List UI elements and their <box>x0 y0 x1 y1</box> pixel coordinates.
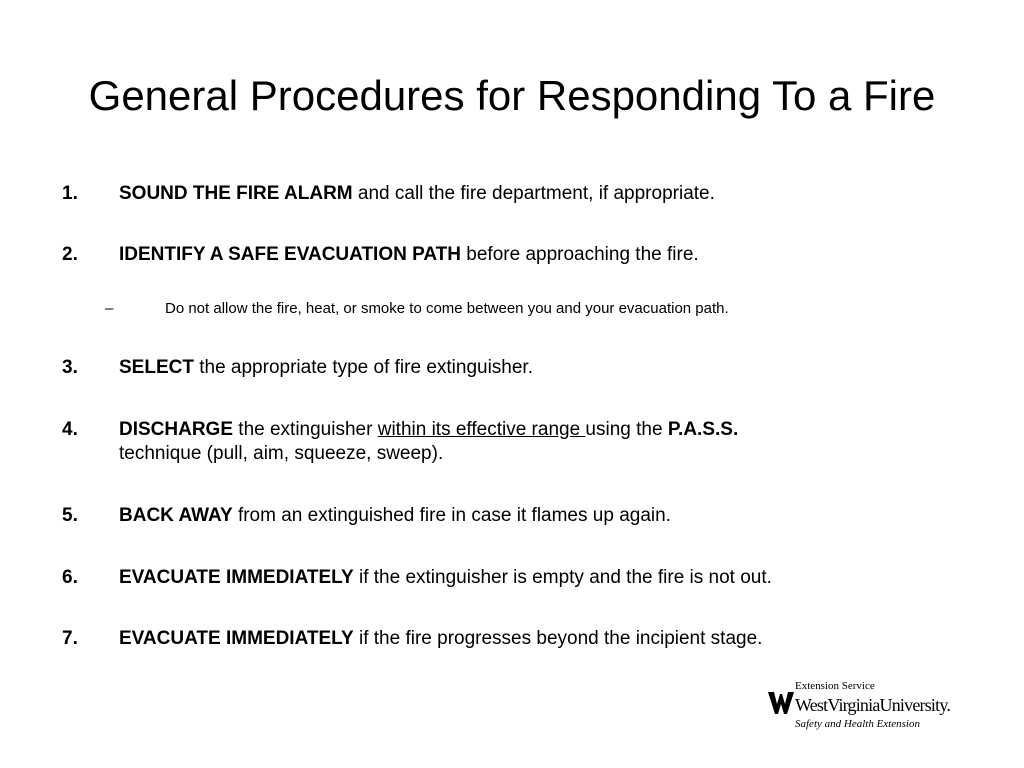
wv-flying-wv-logo-icon <box>768 688 794 718</box>
list-item-text: using the <box>585 419 668 440</box>
logo-university-name: WestVirginiaUniversity. <box>795 695 951 715</box>
list-item-content: DISCHARGE the extinguisher within its ef… <box>119 418 962 466</box>
list-item-content: EVACUATE IMMEDIATELY if the fire progres… <box>119 627 962 651</box>
list-item-text: if the extinguisher is empty and the fir… <box>353 567 772 588</box>
list-item-content: EVACUATE IMMEDIATELY if the extinguisher… <box>119 566 962 590</box>
list-item-keyword: SELECT <box>119 357 194 378</box>
list-item-content: SELECT the appropriate type of fire exti… <box>119 356 962 380</box>
list-item-number: 2. <box>62 244 78 265</box>
logo-extension-service: Extension Service <box>795 680 875 692</box>
list-item-keyword-pass: P.A.S.S. <box>667 419 739 440</box>
list-item-text: technique (pull, aim, squeeze, sweep). <box>119 443 444 464</box>
list-item-2: 2. IDENTIFY A SAFE EVACUATION PATH befor… <box>62 243 962 267</box>
list-item-keyword: EVACUATE IMMEDIATELY <box>119 567 354 588</box>
list-item-number: 4. <box>62 419 78 440</box>
wvu-extension-logo: Extension Service WestVirginiaUniversity… <box>768 680 951 736</box>
list-item-text: if the fire progresses beyond the incipi… <box>353 628 763 649</box>
sub-list-item: – Do not allow the fire, heat, or smoke … <box>105 298 955 320</box>
list-item-text: before approaching the fire. <box>461 244 699 265</box>
sub-list-text: Do not allow the fire, heat, or smoke to… <box>165 300 729 317</box>
list-item-text: and call the fire department, if appropr… <box>352 183 715 204</box>
list-item-number: 7. <box>62 628 78 649</box>
list-item-5: 5. BACK AWAY from an extinguished fire i… <box>62 504 962 528</box>
list-item-content: SOUND THE FIRE ALARM and call the fire d… <box>119 182 962 206</box>
list-item-number: 5. <box>62 505 78 526</box>
list-item-text: the extinguisher <box>233 419 378 440</box>
list-item-1: 1. SOUND THE FIRE ALARM and call the fir… <box>62 182 962 206</box>
list-item-keyword: BACK AWAY <box>119 505 233 526</box>
list-item-number: 3. <box>62 357 78 378</box>
list-item-underlined-text: within its effective range <box>377 419 586 440</box>
list-item-content: BACK AWAY from an extinguished fire in c… <box>119 504 962 528</box>
sub-list-marker: – <box>105 300 114 317</box>
slide-title: General Procedures for Responding To a F… <box>88 72 936 119</box>
list-item-text: the appropriate type of fire extinguishe… <box>193 357 533 378</box>
list-item-number: 6. <box>62 567 78 588</box>
list-item-text: from an extinguished fire in case it fla… <box>232 505 671 526</box>
list-item-keyword: DISCHARGE <box>119 419 234 440</box>
list-item-6: 6. EVACUATE IMMEDIATELY if the extinguis… <box>62 566 962 590</box>
list-item-keyword: IDENTIFY A SAFE EVACUATION PATH <box>119 244 462 265</box>
list-item-number: 1. <box>62 183 78 204</box>
list-item-keyword: EVACUATE IMMEDIATELY <box>119 628 354 649</box>
list-item-7: 7. EVACUATE IMMEDIATELY if the fire prog… <box>62 627 962 651</box>
list-item-3: 3. SELECT the appropriate type of fire e… <box>62 356 962 380</box>
logo-safety-health: Safety and Health Extension <box>795 718 920 730</box>
list-item-4: 4. DISCHARGE the extinguisher within its… <box>62 418 962 466</box>
list-item-keyword: SOUND THE FIRE ALARM <box>119 183 353 204</box>
list-item-content: IDENTIFY A SAFE EVACUATION PATH before a… <box>119 243 962 267</box>
